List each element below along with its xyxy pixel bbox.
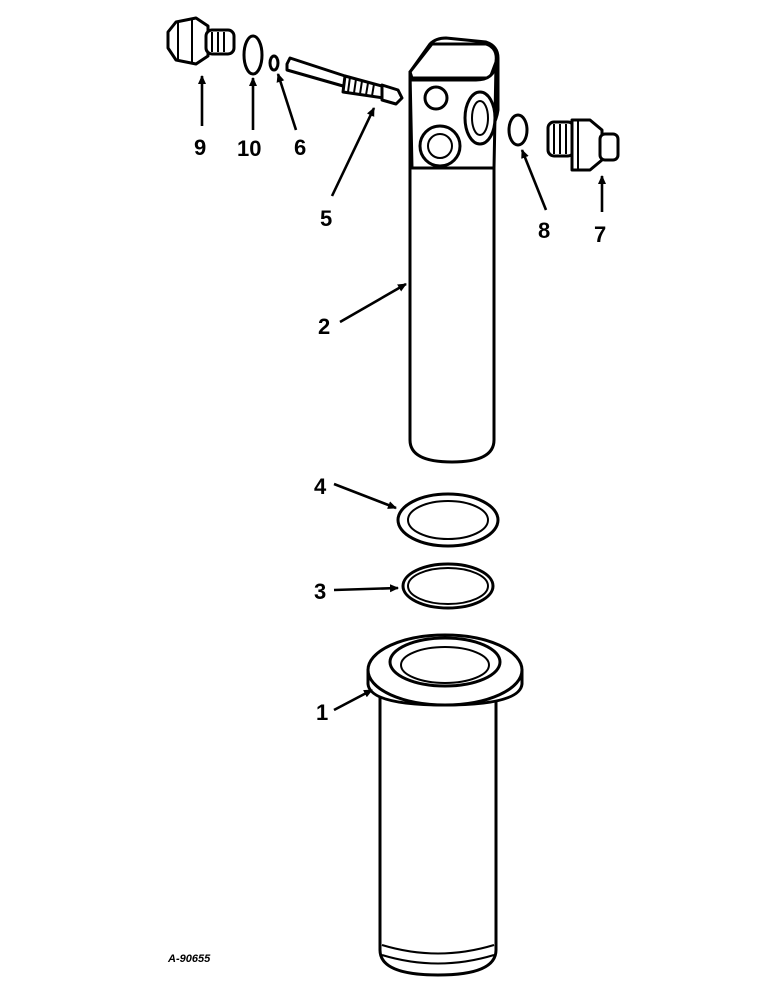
- callout-6: 6: [294, 135, 306, 160]
- part-3-o-ring: [401, 562, 495, 610]
- part-8-washer: [507, 113, 529, 147]
- leader-5: [330, 107, 376, 197]
- part-1-sleeve: [366, 633, 524, 977]
- part-2-valve-body: [408, 36, 500, 464]
- leader-lines: [198, 73, 606, 712]
- leader-8: [520, 149, 548, 211]
- leader-6: [276, 73, 298, 131]
- callout-1: 1: [316, 700, 328, 725]
- leader-4: [333, 482, 397, 510]
- callout-9: 9: [194, 135, 206, 160]
- callout-4: 4: [314, 474, 327, 499]
- callout-3: 3: [314, 579, 326, 604]
- leader-3: [333, 584, 399, 593]
- part-6-ring: [268, 54, 280, 72]
- part-4-backup-ring: [396, 492, 500, 548]
- leader-2: [339, 282, 407, 324]
- callout-10: 10: [237, 136, 261, 161]
- part-10-o-ring: [242, 34, 264, 76]
- callout-2: 2: [318, 314, 330, 339]
- reference-code: A-90655: [167, 953, 211, 965]
- callout-8: 8: [538, 218, 550, 243]
- leader-1: [333, 688, 373, 712]
- part-5-valve-stem: [285, 56, 404, 106]
- part-9-plug: [166, 16, 236, 66]
- part-7-fitting: [546, 118, 620, 172]
- callout-7: 7: [594, 222, 606, 247]
- callout-5: 5: [320, 206, 332, 231]
